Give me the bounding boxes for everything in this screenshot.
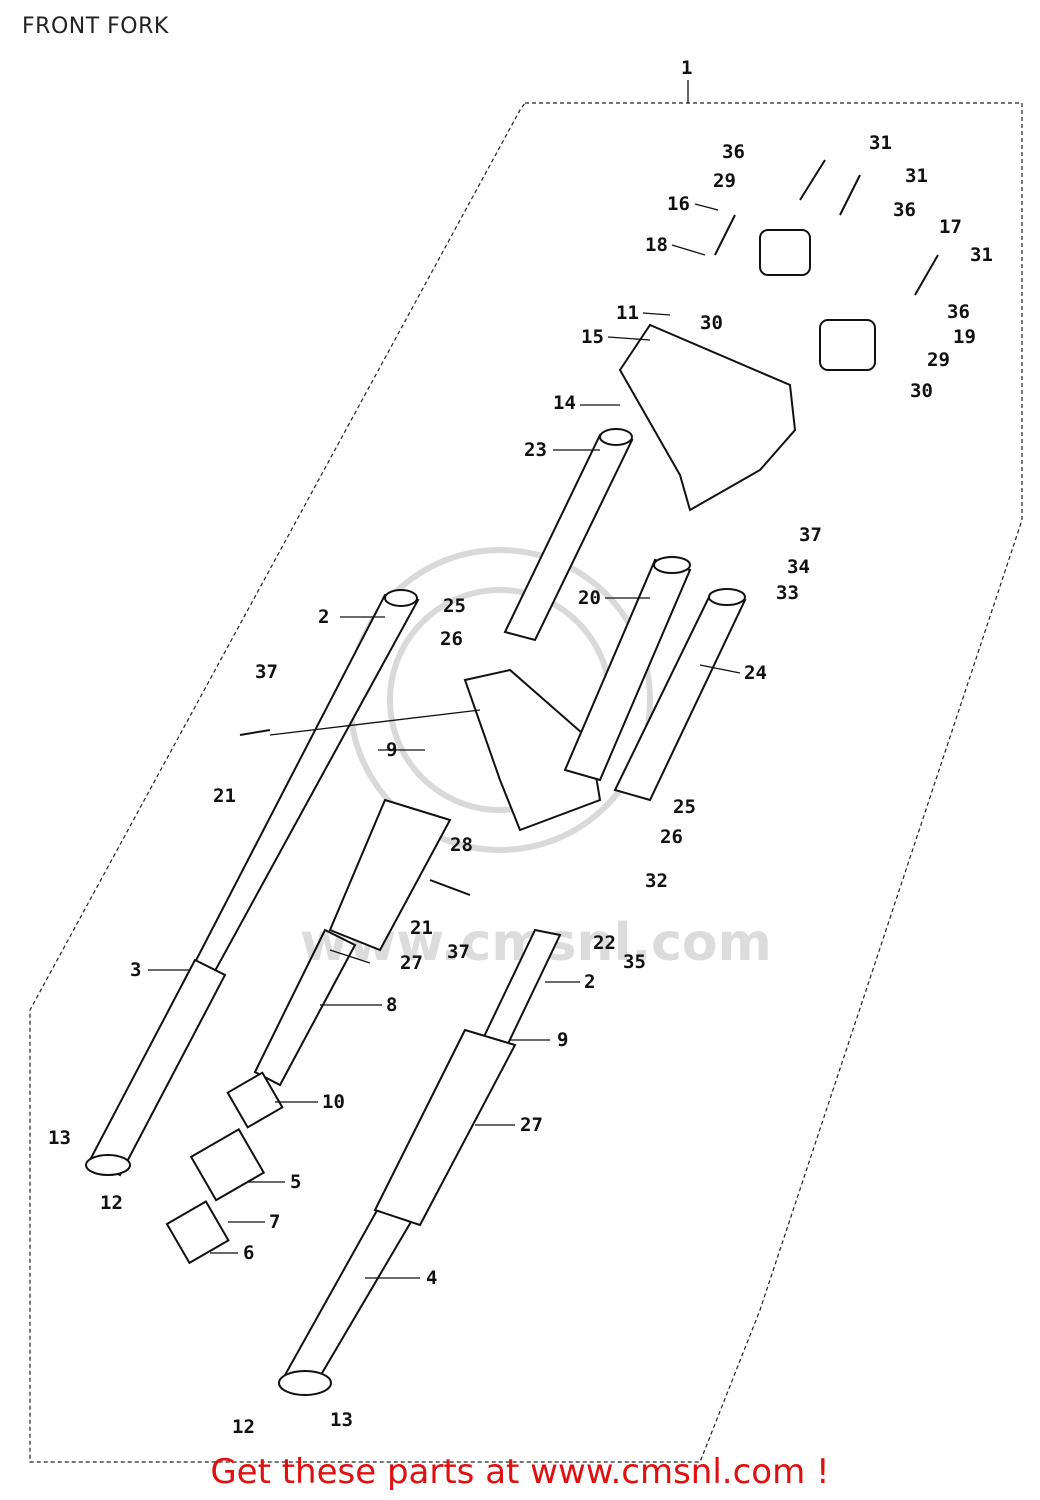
- handlebar-holder-lower: [819, 319, 876, 371]
- part-10: [226, 1071, 284, 1129]
- callout-31a: 31: [869, 132, 892, 154]
- callout-23: 23: [524, 439, 547, 461]
- bolt-31b: [839, 174, 861, 216]
- callout-17: 17: [939, 216, 962, 238]
- top-bridge: [618, 323, 797, 512]
- bolt-31a: [799, 159, 826, 201]
- callout-10: 10: [322, 1091, 345, 1113]
- callout-37a: 37: [255, 661, 278, 683]
- callout-16: 16: [667, 193, 690, 215]
- right-fork-outer-tube: [283, 1203, 417, 1387]
- bolt-31c: [914, 254, 939, 296]
- bolt-21b: [429, 879, 471, 896]
- bolt-16: [714, 214, 736, 256]
- callout-20: 20: [578, 587, 601, 609]
- callout-29b: 29: [927, 349, 950, 371]
- callout-37c: 37: [799, 524, 822, 546]
- callout-32: 32: [645, 870, 668, 892]
- fork-spring: [253, 928, 357, 1087]
- right-boot: [373, 1028, 517, 1227]
- callout-30a: 30: [700, 312, 723, 334]
- callout-21a: 21: [213, 785, 236, 807]
- callouts: 1 2 2 3 4 5 6 7 8 9 9 10 11 12 12 13 13 …: [48, 57, 993, 1438]
- callout-31c: 31: [970, 244, 993, 266]
- callout-35: 35: [623, 951, 646, 973]
- callout-2a: 2: [318, 606, 329, 628]
- callout-27b: 27: [520, 1114, 543, 1136]
- callout-25a: 25: [443, 595, 466, 617]
- callout-9a: 9: [386, 739, 397, 761]
- callout-31b: 31: [905, 165, 928, 187]
- callout-13a: 13: [48, 1127, 71, 1149]
- bolt-21a: [239, 729, 271, 736]
- callout-14: 14: [553, 392, 576, 414]
- callout-36c: 36: [947, 301, 970, 323]
- callout-7: 7: [269, 1211, 280, 1233]
- callout-19: 19: [953, 326, 976, 348]
- callout-2b: 2: [584, 971, 595, 993]
- callout-34: 34: [787, 556, 810, 578]
- fork-cover-left: [503, 433, 634, 642]
- callout-4: 4: [426, 1267, 437, 1289]
- callout-28: 28: [450, 834, 473, 856]
- callout-36b: 36: [893, 199, 916, 221]
- parts-drawing: [85, 159, 939, 1396]
- part-5: [189, 1127, 266, 1202]
- callout-13b: 13: [330, 1409, 353, 1431]
- callout-30b: 30: [910, 380, 933, 402]
- callout-8: 8: [386, 994, 397, 1016]
- callout-26b: 26: [660, 826, 683, 848]
- callout-25b: 25: [673, 796, 696, 818]
- callout-33: 33: [776, 582, 799, 604]
- callout-3: 3: [130, 959, 141, 981]
- footer-link[interactable]: Get these parts at www.cmsnl.com !: [210, 1452, 830, 1492]
- callout-36a: 36: [722, 141, 745, 163]
- callout-1: 1: [681, 57, 692, 79]
- bottom-bridge: [463, 668, 602, 832]
- callout-6: 6: [243, 1242, 254, 1264]
- callout-12b: 12: [232, 1416, 255, 1438]
- part-6: [165, 1200, 230, 1265]
- left-fork-outer-tube: [88, 958, 227, 1177]
- page-title: FRONT FORK: [22, 14, 169, 39]
- callout-5: 5: [290, 1171, 301, 1193]
- callout-21b: 21: [410, 917, 433, 939]
- left-boot: [328, 798, 452, 952]
- callout-26a: 26: [440, 628, 463, 650]
- callout-24: 24: [744, 662, 767, 684]
- handlebar-holder-upper: [759, 229, 811, 276]
- callout-15: 15: [581, 326, 604, 348]
- callout-11: 11: [616, 302, 639, 324]
- leader-lines: [148, 80, 741, 1279]
- callout-9b: 9: [557, 1029, 568, 1051]
- callout-37b: 37: [447, 941, 470, 963]
- callout-29a: 29: [713, 170, 736, 192]
- callout-12a: 12: [100, 1192, 123, 1214]
- callout-27a: 27: [400, 952, 423, 974]
- callout-18: 18: [645, 234, 668, 256]
- callout-22: 22: [593, 932, 616, 954]
